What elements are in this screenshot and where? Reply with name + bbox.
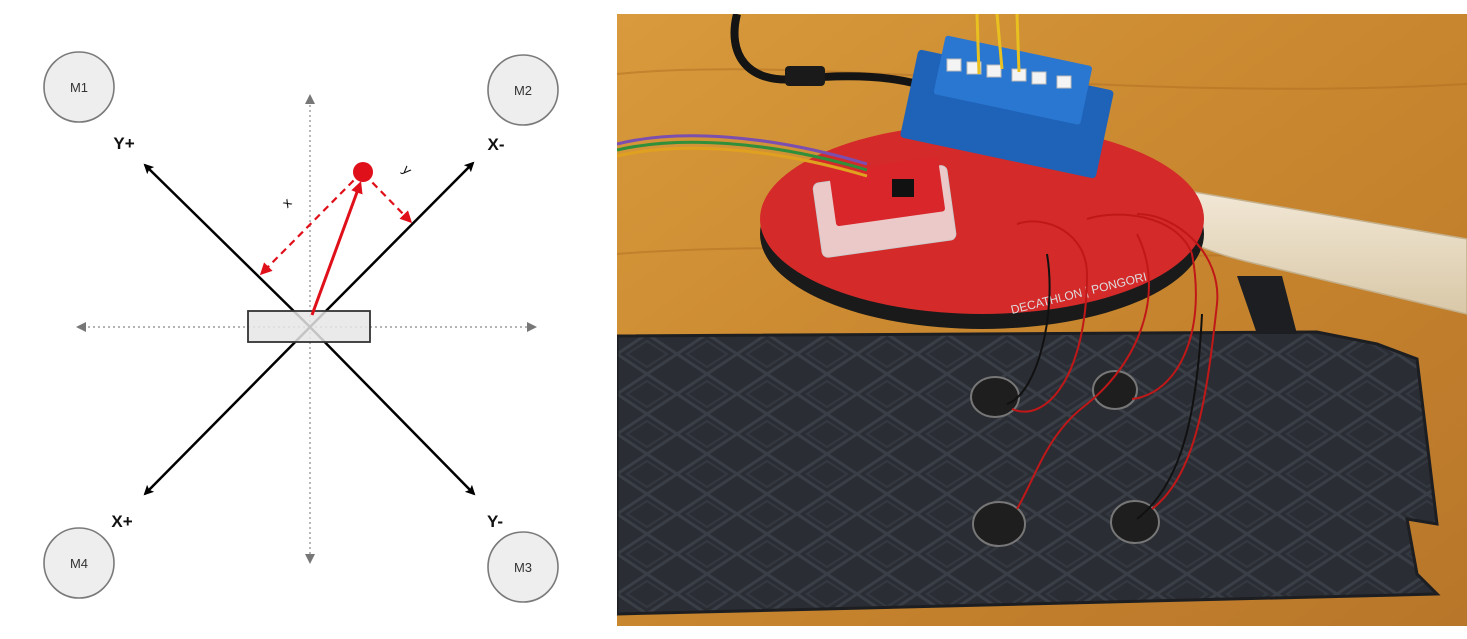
vector-tip-dot xyxy=(353,162,373,182)
sensor-rectangle xyxy=(247,310,371,343)
x-plus-axis-arrow xyxy=(143,326,311,496)
axis-diagram: x y Y+ X- X+ Y- M1 M2 M3 M4 xyxy=(43,51,559,603)
y-minus-axis-arrow xyxy=(309,326,476,496)
y-component-arrow xyxy=(363,173,413,224)
motor-m3-label: M3 xyxy=(514,560,532,575)
motor-m2: M2 xyxy=(487,54,559,126)
y-plus-label: Y+ xyxy=(113,134,134,153)
x-plus-label: X+ xyxy=(111,512,132,531)
y-component-label: y xyxy=(398,162,414,178)
x-minus-label: X- xyxy=(488,135,505,154)
motor-m1: M1 xyxy=(43,51,115,123)
acceleration-vector xyxy=(310,181,363,316)
vibration-motors xyxy=(970,370,1160,547)
motor-m2-label: M2 xyxy=(514,83,532,98)
motor-m4-label: M4 xyxy=(70,556,88,571)
y-minus-label: Y- xyxy=(487,512,503,531)
fabric-wristband xyxy=(617,330,1441,616)
motor-m4: M4 xyxy=(43,527,115,599)
x-minus-axis-arrow xyxy=(309,161,475,328)
x-component-label: x xyxy=(279,195,295,211)
prototype-photo: DECATHLON | PONGORI xyxy=(617,14,1467,626)
motor-m3: M3 xyxy=(487,531,559,603)
y-plus-axis-arrow xyxy=(143,163,311,328)
motor-m1-label: M1 xyxy=(70,80,88,95)
